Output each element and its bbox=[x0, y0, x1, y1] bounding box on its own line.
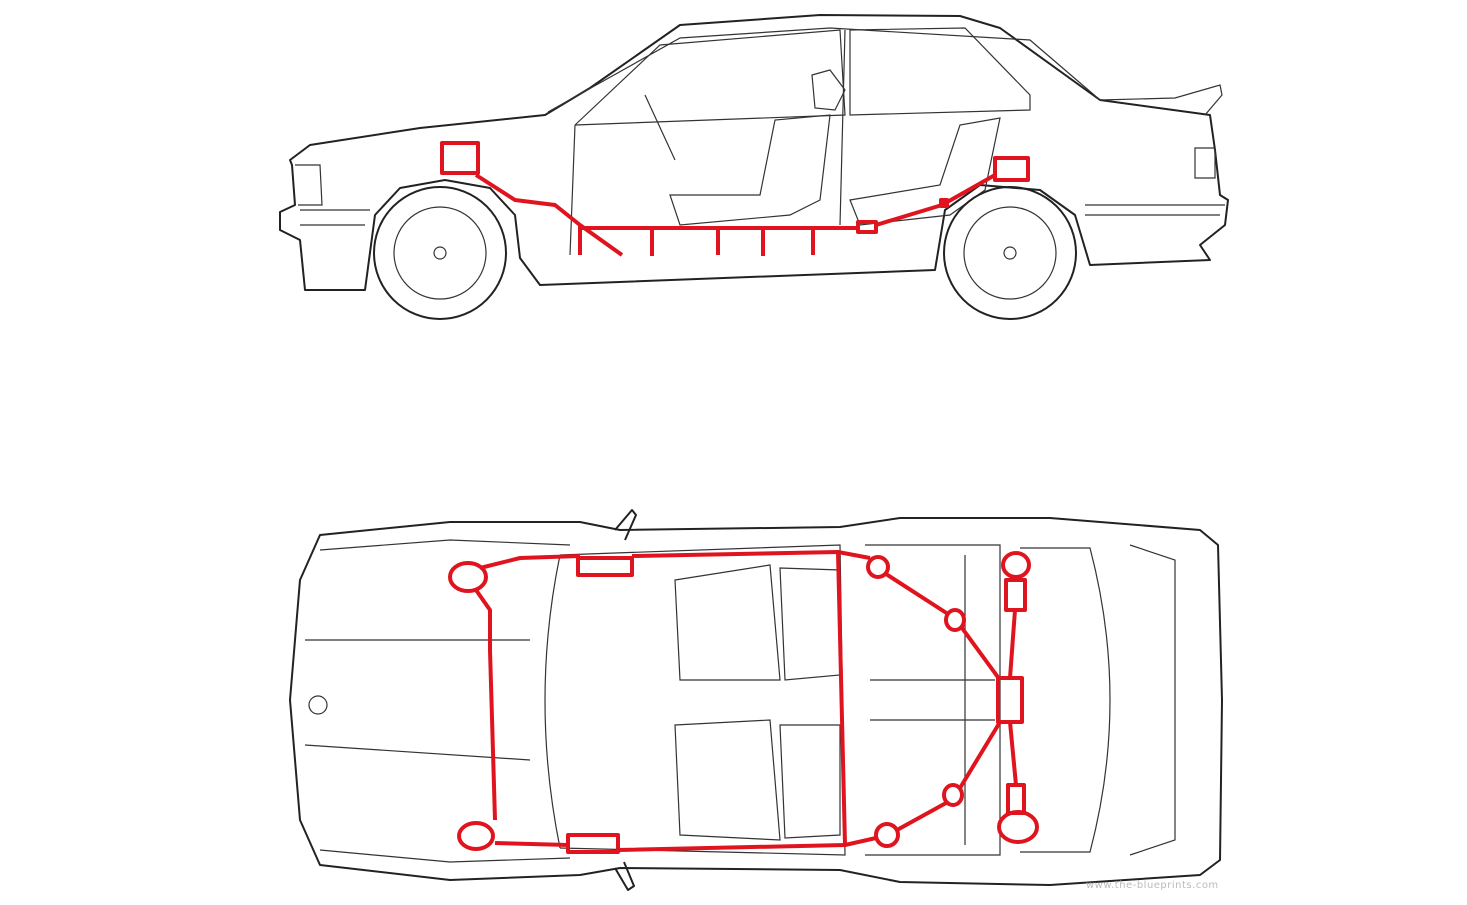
rear-wheel bbox=[943, 186, 1077, 320]
top-roll-cage bbox=[448, 550, 1039, 854]
side-roll-cage bbox=[440, 141, 1030, 257]
watermark: www.the-blueprints.com bbox=[1086, 880, 1219, 891]
front-wheel bbox=[373, 186, 507, 320]
car-top-view bbox=[289, 509, 1223, 891]
emblem-icon bbox=[308, 695, 328, 715]
side-body-outline bbox=[279, 14, 1229, 291]
